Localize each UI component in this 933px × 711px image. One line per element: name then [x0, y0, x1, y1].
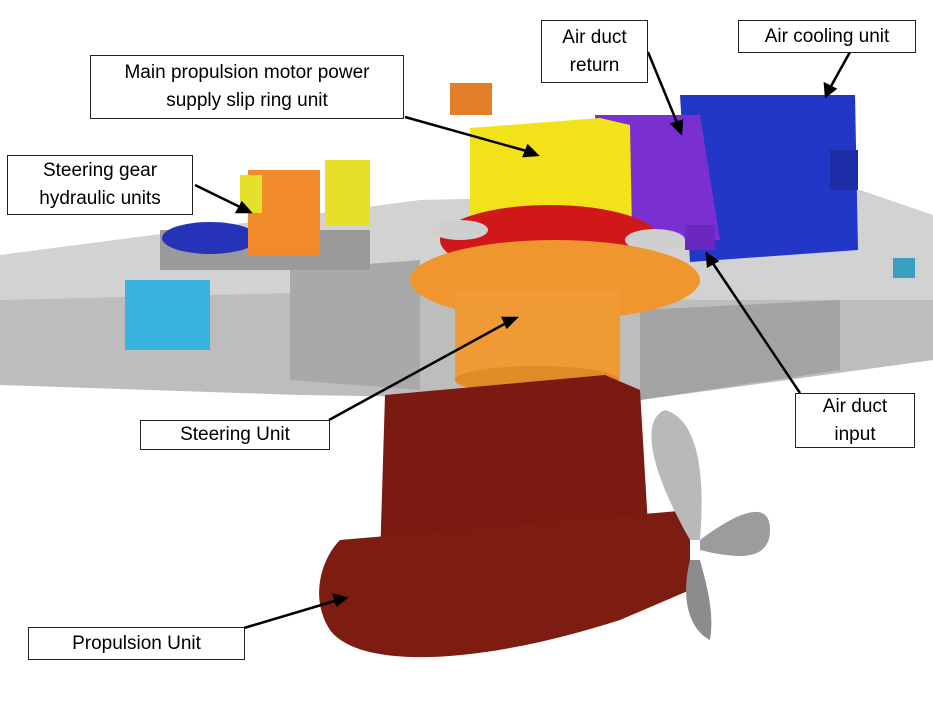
- propeller-blade-right: [700, 511, 770, 556]
- label-steering-gear: Steering gear hydraulic units: [7, 155, 193, 215]
- air-duct-input-port: [685, 225, 715, 250]
- deck-web-frame: [290, 260, 420, 390]
- gray-disc-right: [625, 229, 685, 251]
- gray-disc-left: [432, 220, 488, 240]
- spare-box: [450, 83, 492, 115]
- cooling-outlet: [830, 150, 858, 190]
- label-slip-ring-unit: Main propulsion motor power supply slip …: [90, 55, 404, 119]
- label-propulsion-unit: Propulsion Unit: [28, 627, 245, 660]
- propeller-blade-bottom: [686, 560, 712, 640]
- label-air-cooling-unit: Air cooling unit: [738, 20, 916, 53]
- hydraulic-pump: [162, 222, 258, 254]
- air-cooling-unit: [680, 95, 858, 262]
- hydraulic-unit-yellow-small: [240, 175, 262, 213]
- leader-slip-ring: [404, 115, 531, 154]
- propeller-blade-top: [651, 410, 702, 540]
- leader-steering-gear: [194, 183, 243, 210]
- label-air-duct-input: Air duct input: [795, 393, 915, 448]
- leader-air-duct-input: [710, 261, 802, 394]
- leader-air-duct-return: [646, 51, 680, 126]
- pod-strut: [380, 375, 650, 560]
- hydraulic-unit-yellow: [325, 160, 370, 225]
- leader-propulsion: [243, 598, 339, 630]
- small-cube: [893, 258, 915, 278]
- leader-air-cooling: [828, 51, 852, 89]
- deck-web-frame-right: [640, 300, 840, 400]
- label-steering-unit: Steering Unit: [140, 420, 330, 450]
- leader-steering-unit: [328, 320, 509, 422]
- hydraulic-tank: [125, 280, 210, 350]
- pod-body: [319, 510, 690, 658]
- label-air-duct-return: Air duct return: [541, 20, 648, 83]
